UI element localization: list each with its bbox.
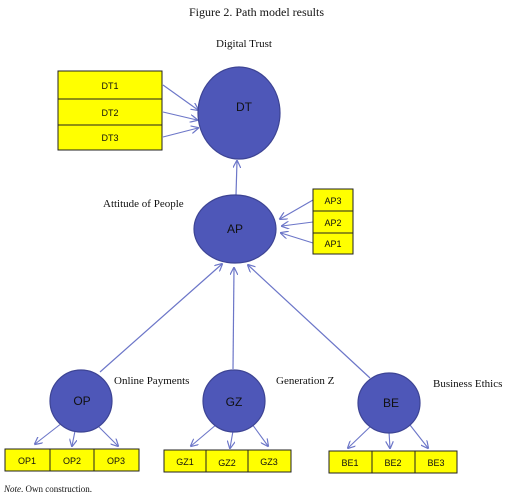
be3-loading-arrow [409,424,428,448]
dt2-loading-arrow [162,111,197,120]
op-node-label: OP [73,394,90,408]
gz1-loading-arrow [191,423,218,446]
dt1-loading-arrow [162,84,198,110]
gz3-label: GZ3 [260,457,278,467]
op1-label: OP1 [18,456,36,466]
ap1-label: AP1 [324,239,341,249]
dt2-label: DT2 [101,108,118,118]
dt3-label: DT3 [101,133,118,143]
dt-indicators: DT1 DT2 DT3 [57,70,163,151]
path-op-to-ap [99,264,222,373]
note-label: Note [4,484,21,494]
path-gz-to-ap [233,268,234,370]
be2-label: BE2 [384,458,401,468]
dt-node: DT [197,66,281,160]
be1-label: BE1 [341,458,358,468]
op3-label: OP3 [107,456,125,466]
op1-loading-arrow [35,422,63,444]
be-indicators: BE1 BE2 BE3 [328,450,458,474]
op-indicators: OP1 OP2 OP3 [4,448,140,472]
gz2-loading-arrow [230,430,233,448]
ap3-loading-arrow [280,199,314,219]
op3-box [93,448,140,472]
figure-note: Note. Own construction. [4,484,92,494]
ap-node: AP [193,194,277,264]
op-node: OP [49,369,113,433]
be-construct-label: Business Ethics [433,378,502,390]
op2-label: OP2 [63,456,81,466]
be2-loading-arrow [389,431,390,448]
figure-title: Figure 2. Path model results [189,5,324,19]
ap-construct-label: Attitude of People [103,198,184,210]
dt-node-label: DT [236,100,253,114]
note-text: . Own construction. [21,484,92,494]
gz2-label: GZ2 [218,458,236,468]
dt-construct-label: Digital Trust [216,38,272,50]
ap1-box [312,232,354,255]
gz1-label: GZ1 [176,457,194,467]
dt1-box [57,70,163,100]
gz-node: GZ [202,369,266,433]
ap1-loading-arrow [281,233,314,244]
be-node-label: BE [383,396,399,410]
ap3-label: AP3 [324,196,341,206]
be1-loading-arrow [348,424,373,448]
dt3-box [57,124,163,151]
gz-construct-label: Generation Z [276,375,335,387]
ap-node-label: AP [227,222,243,236]
be-node: BE [357,372,421,434]
dt1-label: DT1 [101,81,118,91]
op3-loading-arrow [95,423,118,446]
gz-node-label: GZ [226,395,243,409]
dt3-loading-arrow [162,128,198,138]
path-ap-to-dt [236,161,237,196]
gz3-loading-arrow [251,423,268,446]
op2-loading-arrow [72,430,75,446]
be3-label: BE3 [427,458,444,468]
gz-indicators: GZ1 GZ2 GZ3 [163,449,292,473]
ap-indicators: AP3 AP2 AP1 [312,188,354,255]
be3-box [414,450,458,474]
op-construct-label: Online Payments [114,375,189,387]
ap2-loading-arrow [282,222,314,226]
path-be-to-ap [248,265,371,379]
ap2-label: AP2 [324,218,341,228]
gz3-box [247,449,292,473]
